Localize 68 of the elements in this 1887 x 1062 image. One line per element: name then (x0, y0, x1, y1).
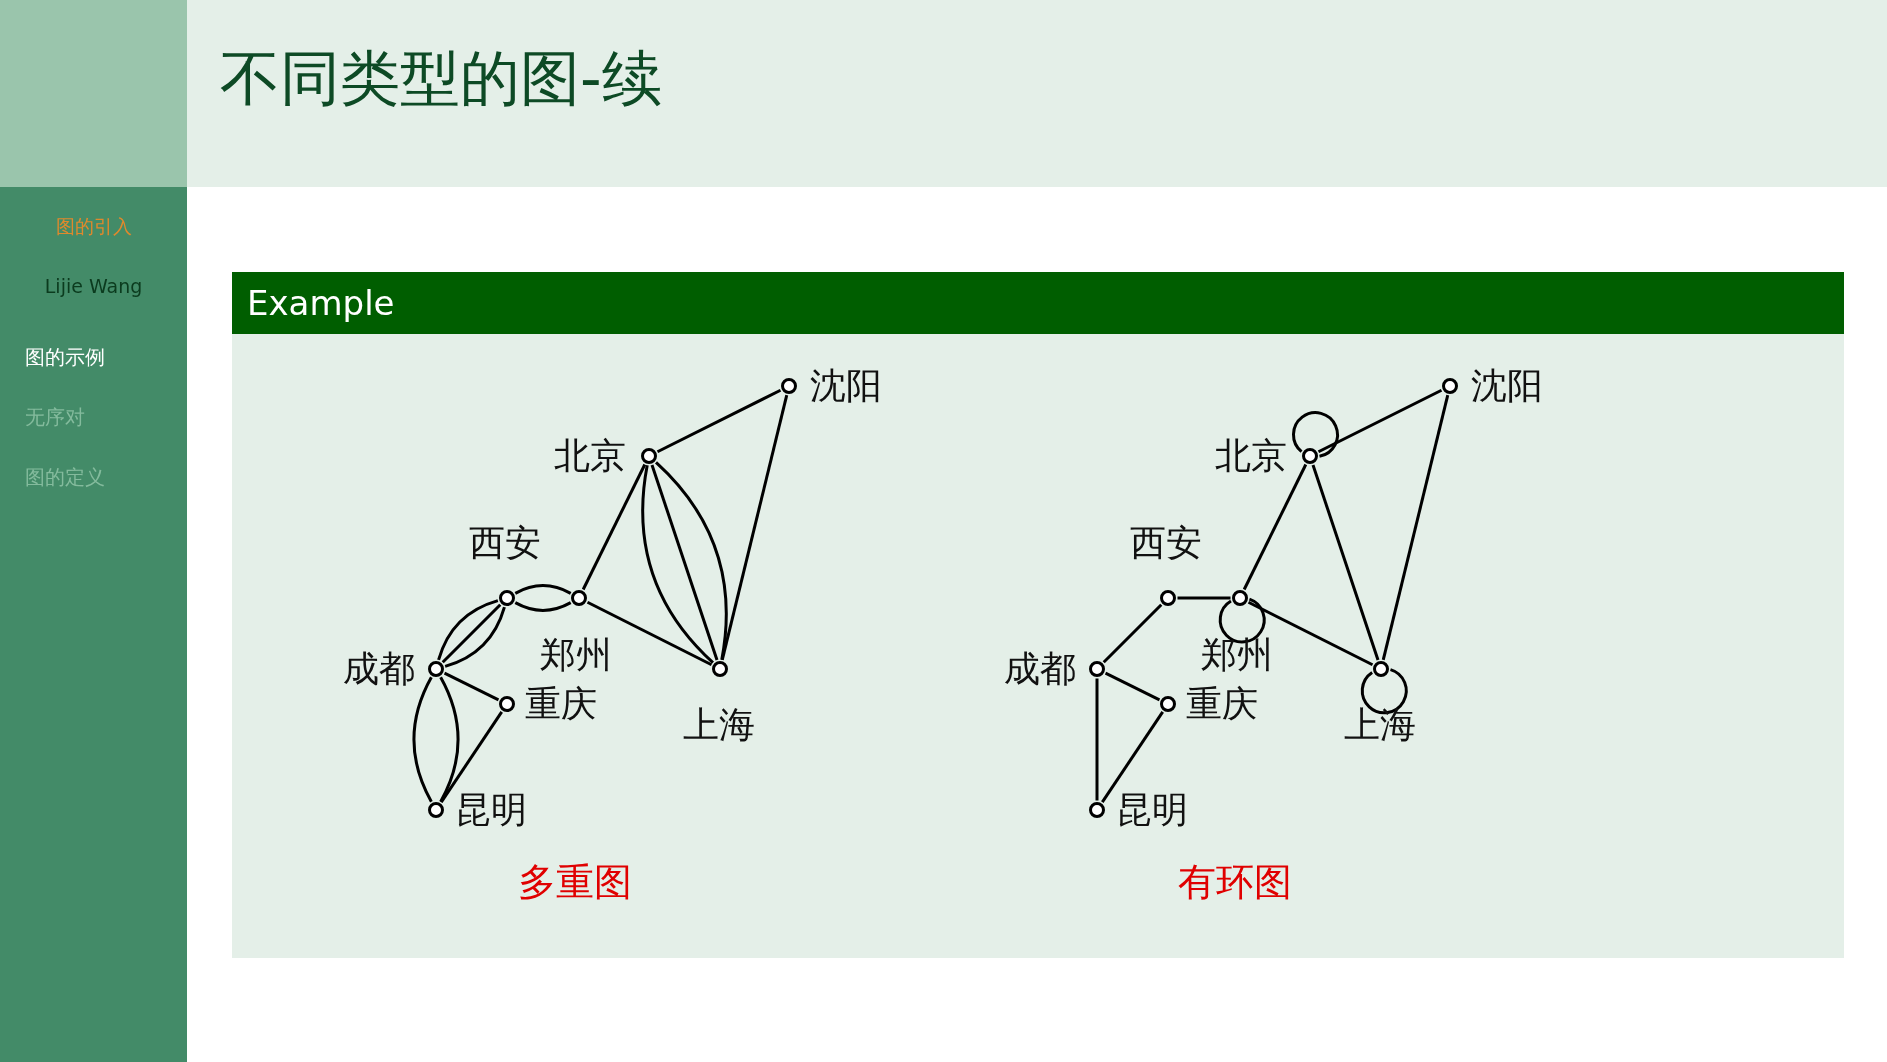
city-label: 西安 (1130, 525, 1202, 561)
graph-edge (1381, 394, 1450, 661)
city-label: 重庆 (525, 686, 597, 722)
vertex-circle (1089, 802, 1105, 818)
graph-edge (412, 676, 433, 803)
graph-edge (514, 601, 572, 612)
vertex-circle (1089, 661, 1105, 677)
graph-edge (1102, 603, 1163, 664)
vertex-circle (499, 590, 515, 606)
vertex-circle (1373, 661, 1389, 677)
graph-edge (1095, 678, 1099, 801)
nav-item: 图的定义 (25, 465, 105, 489)
vertex-circle (712, 661, 728, 677)
city-label: 西安 (469, 525, 541, 561)
graph-edge (720, 394, 789, 661)
graph-edge (1311, 464, 1380, 661)
vertex-circle (1232, 590, 1248, 606)
vertex-circle (499, 696, 515, 712)
graph-edge (586, 600, 713, 667)
graph-edge (1177, 596, 1231, 600)
graph-edge (1247, 600, 1374, 667)
graph-edge (439, 676, 460, 803)
graph-edge (1104, 671, 1161, 702)
vertex-circle (781, 378, 797, 394)
graph-edge (581, 463, 647, 591)
author-name: Lijie Wang (43, 275, 144, 298)
nav-item: 图的示例 (25, 345, 105, 369)
graph-caption: 多重图 (517, 860, 633, 906)
city-label: 上海 (683, 707, 755, 743)
city-label: 郑州 (540, 637, 612, 673)
city-label: 北京 (1215, 438, 1287, 474)
vertex-circle (1160, 696, 1176, 712)
city-label: 上海 (1344, 707, 1416, 743)
graph-edge (1101, 711, 1164, 803)
city-label: 成都 (1004, 651, 1076, 687)
graph-edge (514, 584, 572, 595)
graph-edge (443, 671, 500, 702)
city-label: 重庆 (1186, 686, 1258, 722)
block-header: Example (232, 272, 1844, 334)
vertex-circle (641, 448, 657, 464)
graph-edge (656, 388, 782, 454)
vertex-circle (1302, 448, 1318, 464)
graph-edge (440, 711, 503, 803)
vertex-circle (1442, 378, 1458, 394)
city-label: 成都 (343, 651, 415, 687)
loop-edge (1360, 668, 1408, 715)
vertex-circle (428, 661, 444, 677)
loop-edge (1218, 597, 1266, 644)
city-label: 郑州 (1201, 637, 1273, 673)
slide-title: 不同类型的图-续 (220, 42, 662, 114)
graph-edge (1317, 388, 1443, 454)
graph-edge (1242, 463, 1308, 591)
graph-edge (654, 461, 728, 660)
city-label: 昆明 (455, 792, 527, 828)
city-label: 昆明 (1116, 792, 1188, 828)
loop-edge (1292, 411, 1339, 458)
graph-caption: 有环图 (1177, 860, 1293, 906)
vertex-circle (571, 590, 587, 606)
graph-edge (650, 464, 719, 661)
city-label: 沈阳 (810, 368, 882, 404)
nav-item: 无序对 (25, 405, 85, 429)
graph-edge (641, 465, 715, 664)
example-block (232, 272, 1844, 958)
city-label: 沈阳 (1471, 368, 1543, 404)
vertex-circle (428, 802, 444, 818)
section-link: 图的引入 (54, 215, 133, 238)
city-label: 北京 (554, 438, 626, 474)
vertex-circle (1160, 590, 1176, 606)
